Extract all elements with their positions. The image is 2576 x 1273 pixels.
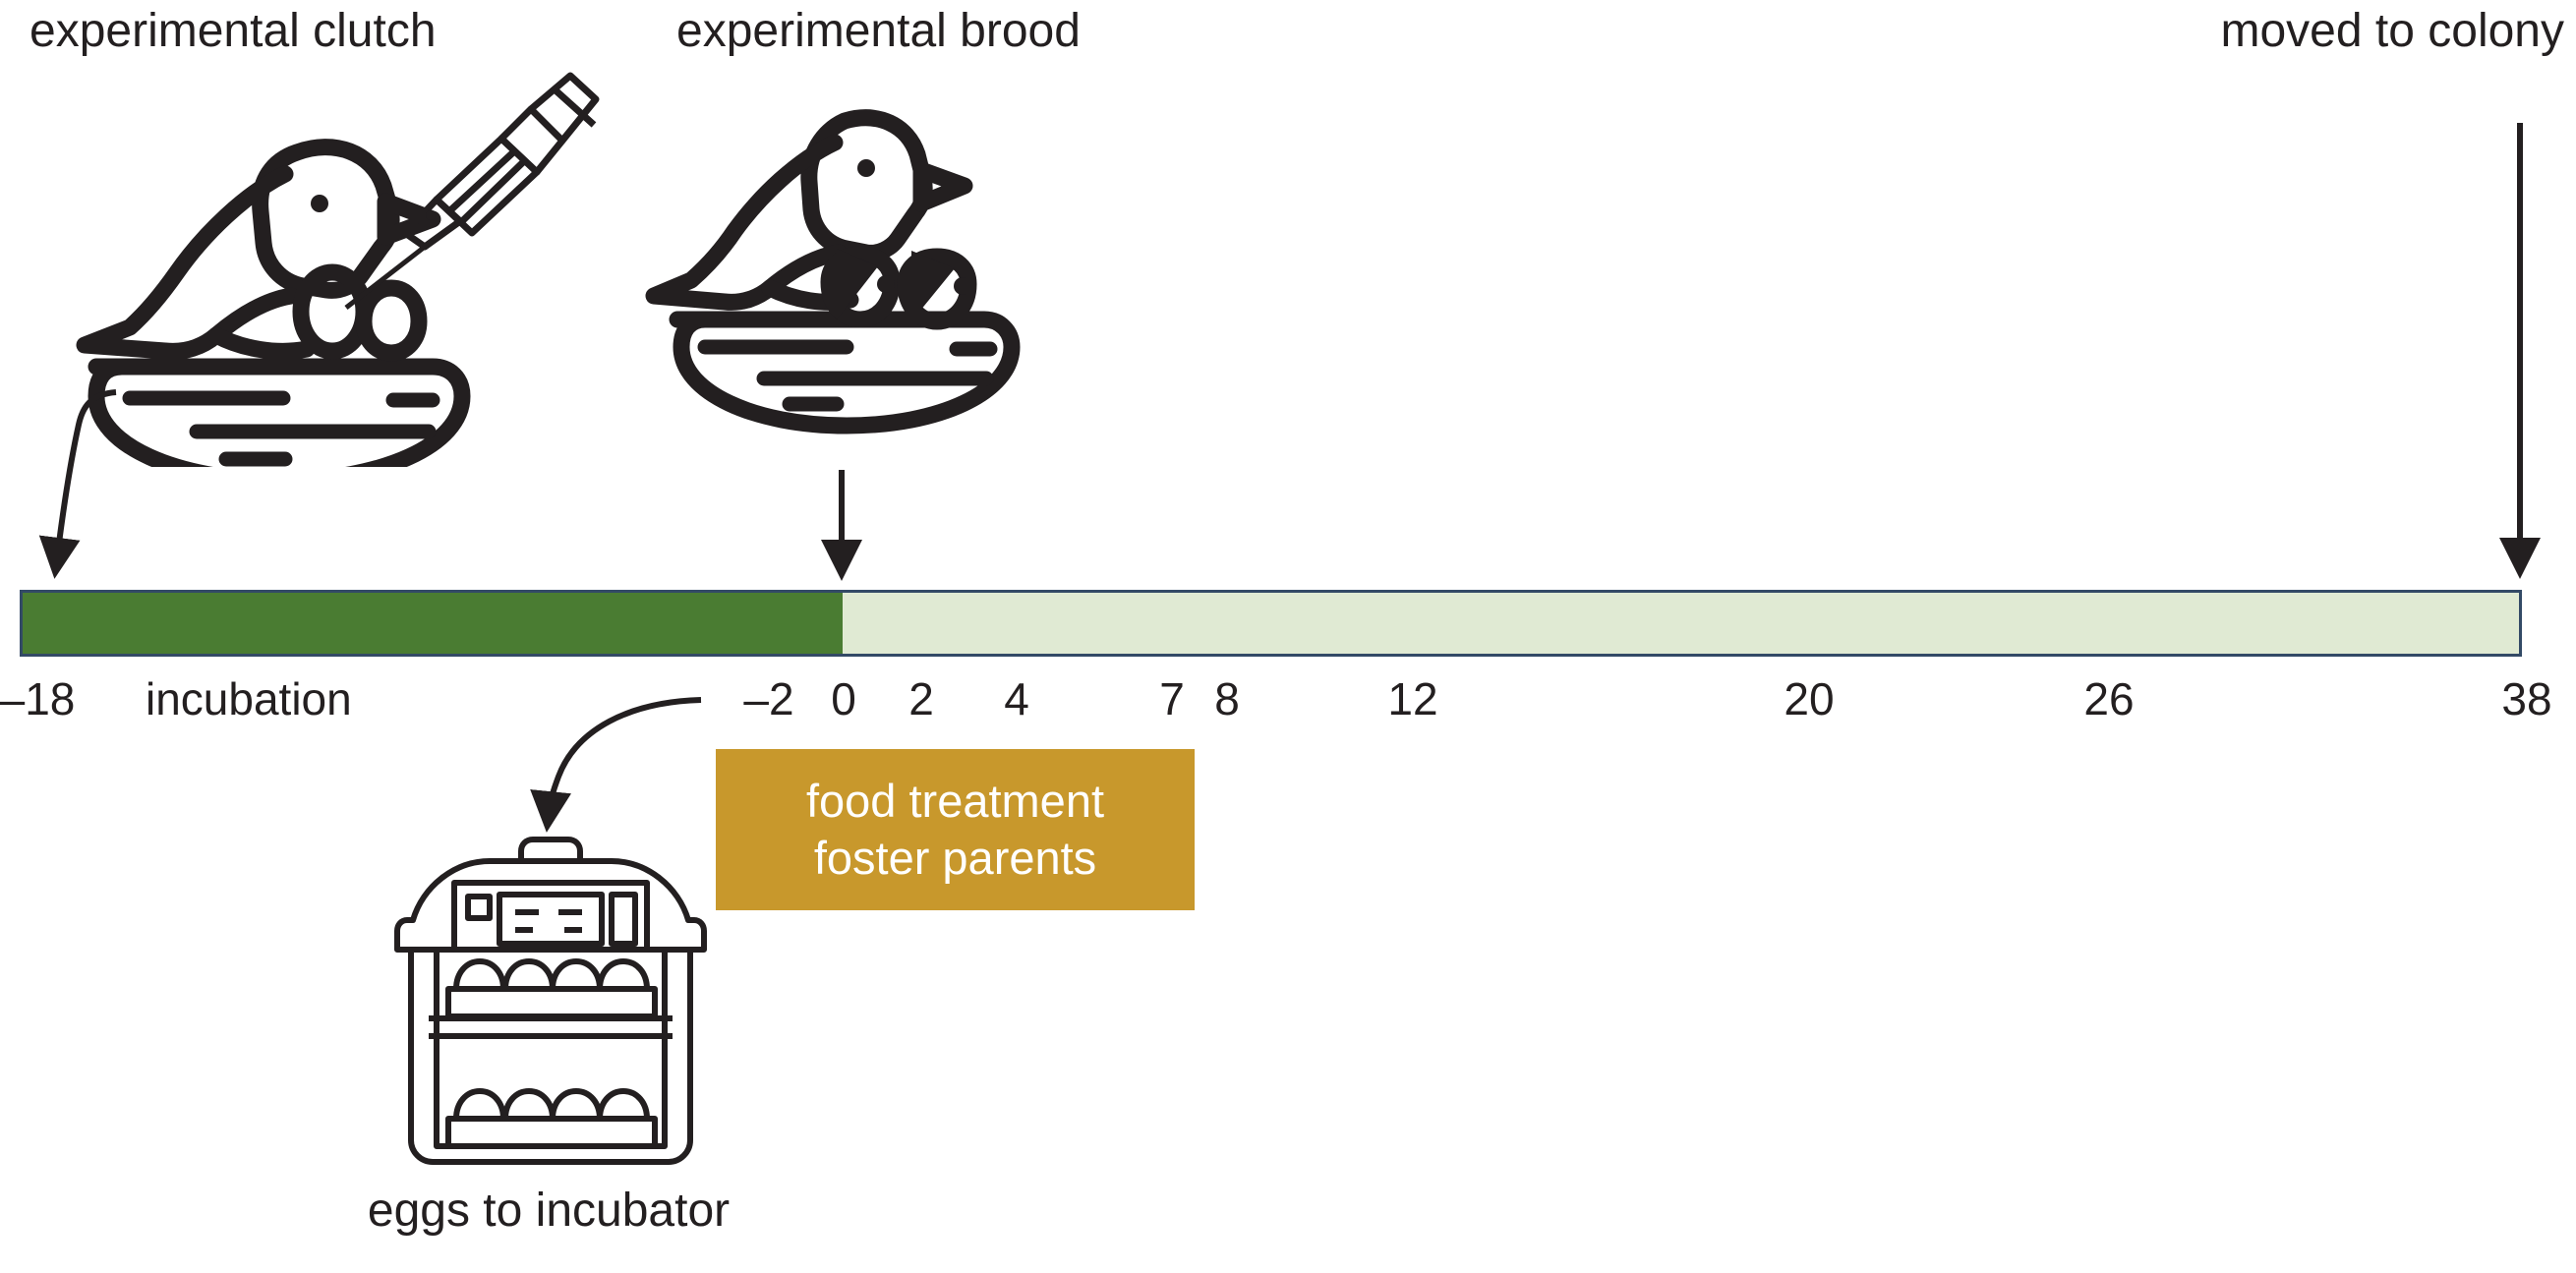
food-treatment-line-1: food treatment xyxy=(805,774,1105,827)
egg-incubator-icon xyxy=(383,826,718,1170)
timeline-bar xyxy=(20,590,2522,657)
tick-label-day-26: 26 xyxy=(2083,673,2135,724)
bird-nest-chicks-icon xyxy=(644,74,1047,467)
timeline-segment-incubation xyxy=(23,593,844,654)
tick-label-day-0: 0 xyxy=(831,673,856,724)
label-experimental-brood: experimental brood xyxy=(676,5,1081,57)
tick-label-day-7: 7 xyxy=(1159,673,1185,724)
arrow-day--2-to-incubator xyxy=(530,697,702,833)
label-eggs-to-incubator: eggs to incubator xyxy=(367,1185,731,1237)
label-experimental-clutch: experimental clutch xyxy=(29,5,437,57)
food-treatment-box: food treatment foster parents xyxy=(716,749,1195,910)
tick-label-day-4: 4 xyxy=(1004,673,1029,724)
tick-label-day-20: 20 xyxy=(1784,673,1835,724)
tick-label-day-12: 12 xyxy=(1387,673,1438,724)
label-moved-to-colony: moved to colony xyxy=(2220,5,2564,57)
bird-nest-eggs-syringe-icon xyxy=(39,54,629,490)
tick-label-day--18: –18 xyxy=(0,673,76,724)
tick-label-day-2: 2 xyxy=(908,673,934,724)
tick-label-day--2: –2 xyxy=(743,673,794,724)
phase-label-incubation: incubation xyxy=(146,673,352,724)
tick-label-day-38: 38 xyxy=(2501,673,2552,724)
food-treatment-line-2: foster parents xyxy=(813,832,1097,884)
tick-label-day-8: 8 xyxy=(1214,673,1240,724)
